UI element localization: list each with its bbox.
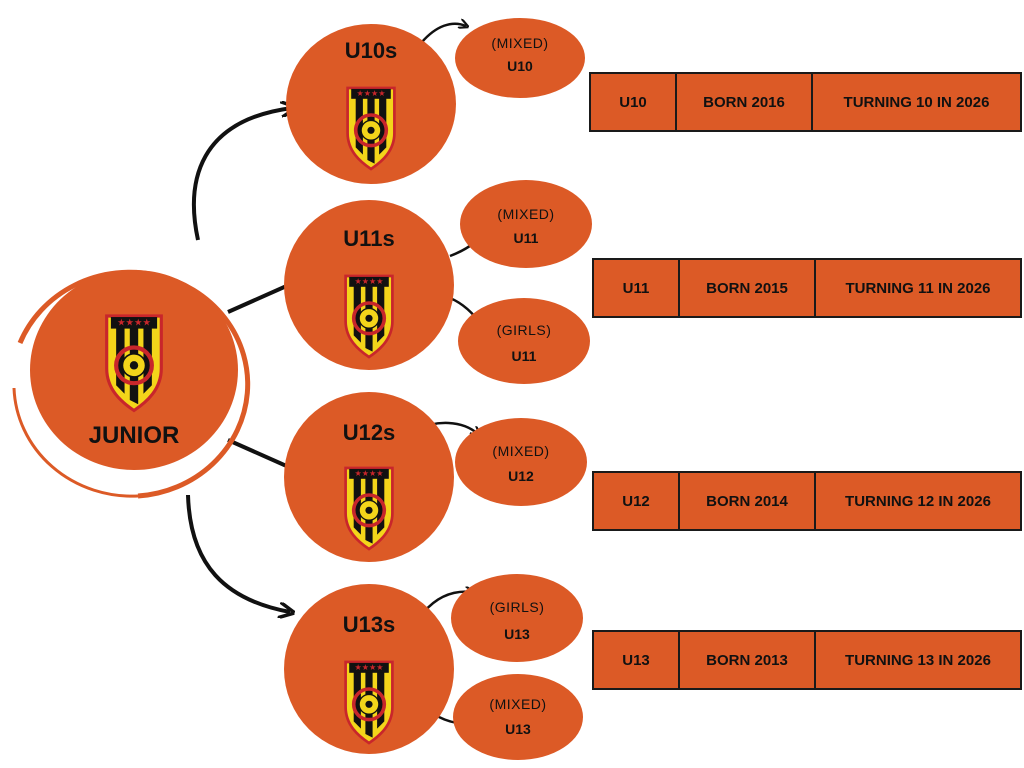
info-row-u10: U10 BORN 2016 TURNING 10 IN 2026: [589, 72, 1022, 132]
sub-kind-label: (GIRLS): [496, 322, 552, 338]
club-crest-icon: [345, 86, 397, 171]
group-circle-u10: U10s: [286, 24, 456, 184]
group-title: U11s: [343, 226, 395, 251]
sub-kind-label: (MIXED): [491, 35, 549, 51]
sub-group-u10-mixed: (MIXED) U10: [455, 18, 585, 98]
group-title: U10s: [344, 38, 398, 63]
info-row-u13: U13 BORN 2013 TURNING 13 IN 2026: [592, 630, 1022, 690]
group-title: U12s: [342, 420, 396, 445]
sub-kind-label: (MIXED): [489, 696, 547, 712]
row-age: U10: [619, 93, 647, 111]
sub-age-label: U10: [507, 58, 533, 74]
sub-kind-label: (MIXED): [497, 206, 555, 222]
sub-kind-label: (GIRLS): [489, 599, 545, 615]
row-turning: TURNING 12 IN 2026: [814, 473, 1020, 529]
junior-circle: JUNIOR: [30, 270, 238, 470]
junior-label: JUNIOR: [88, 422, 180, 449]
row-turning: TURNING 11 IN 2026: [814, 260, 1020, 316]
row-age: U11: [622, 279, 650, 297]
row-age: U12: [622, 492, 650, 510]
sub-group-u11-girls: (GIRLS) U11: [458, 298, 590, 384]
sub-age-label: U12: [508, 468, 534, 484]
group-circle-u11: U11s: [284, 200, 454, 370]
sub-group-u11-mixed: (MIXED) U11: [460, 180, 592, 268]
sub-age-label: U11: [511, 348, 537, 364]
sub-age-label: U13: [504, 626, 530, 642]
group-circle-u13: U13s: [284, 584, 454, 754]
sub-group-u12-mixed: (MIXED) U12: [455, 418, 587, 506]
sub-age-label: U11: [513, 230, 539, 246]
sub-kind-label: (MIXED): [492, 443, 550, 459]
info-row-u12: U12 BORN 2014 TURNING 12 IN 2026: [592, 471, 1022, 531]
club-crest-icon: [343, 274, 395, 359]
arrow-junior-to-u13: [186, 494, 290, 612]
arrow-u10-to-mixed: [421, 24, 466, 43]
row-age: U13: [622, 651, 650, 669]
arrow-junior-to-u10: [191, 108, 292, 241]
info-row-u11: U11 BORN 2015 TURNING 11 IN 2026: [592, 258, 1022, 318]
row-turning: TURNING 13 IN 2026: [814, 632, 1020, 688]
row-born: BORN 2016: [675, 74, 811, 130]
sub-age-label: U13: [505, 721, 531, 737]
club-crest-icon: [343, 660, 395, 745]
row-born: BORN 2013: [678, 632, 814, 688]
row-born: BORN 2015: [678, 260, 814, 316]
sub-group-u13-mixed: (MIXED) U13: [453, 674, 583, 760]
row-born: BORN 2014: [678, 473, 814, 529]
row-turning: TURNING 10 IN 2026: [811, 74, 1020, 130]
group-circle-u12: U12s: [284, 392, 454, 562]
club-crest-icon: [343, 466, 395, 551]
group-title: U13s: [342, 612, 396, 637]
junior-ring: [12, 269, 251, 499]
club-crest-icon: [79, 298, 189, 418]
sub-group-u13-girls: (GIRLS) U13: [451, 574, 583, 662]
